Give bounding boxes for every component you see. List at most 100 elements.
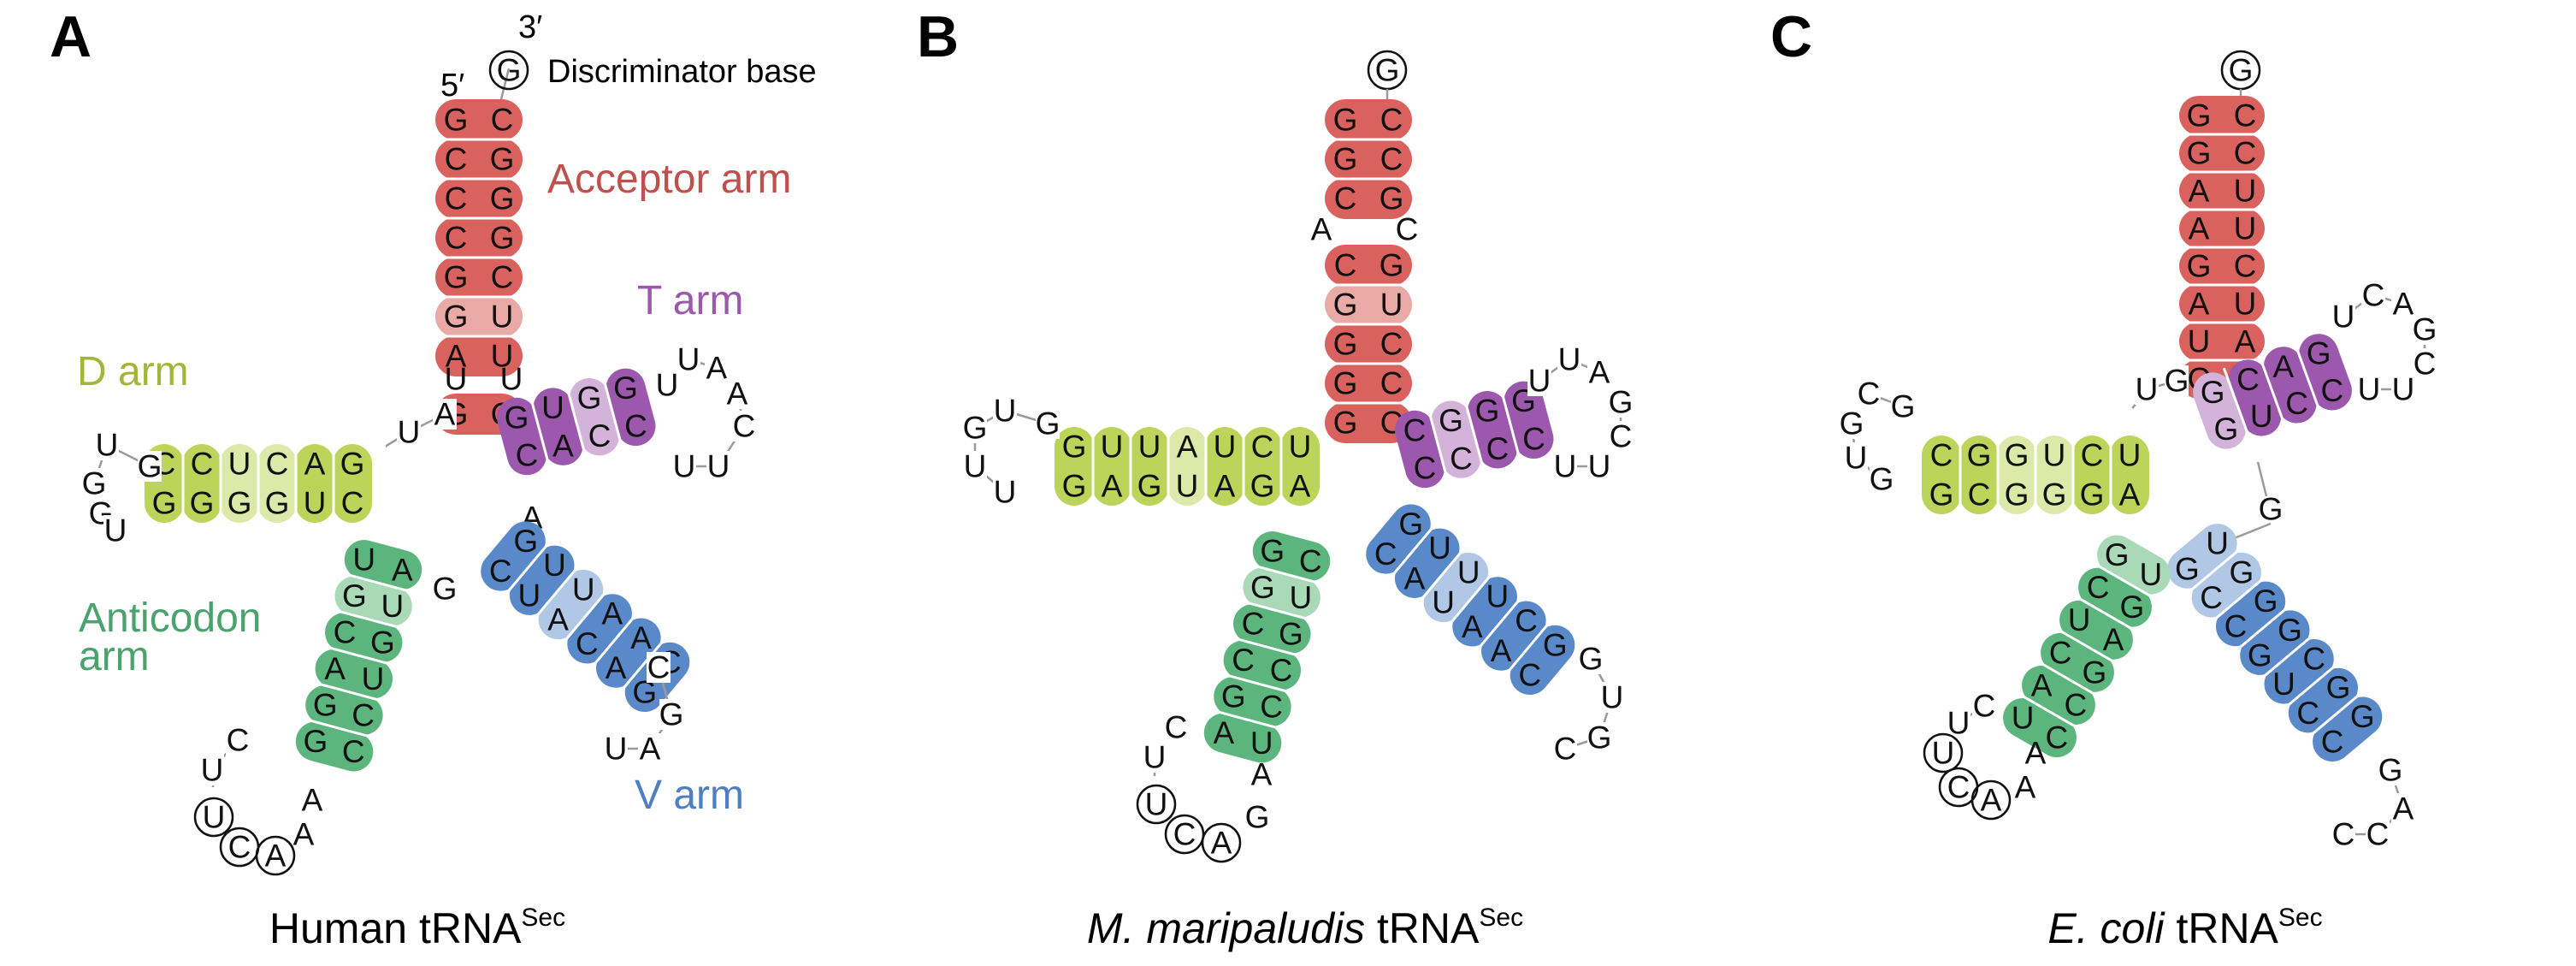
a-acarm-pair-1 bbox=[334, 576, 412, 626]
c-acloop-a2: A bbox=[2025, 736, 2047, 771]
a-tloop-bg-3 bbox=[725, 378, 749, 409]
b-darm-nt-a-1: C bbox=[1251, 430, 1274, 465]
b-tarm-divider-0 bbox=[1427, 406, 1450, 483]
b-vloop-bg-1 bbox=[1600, 682, 1624, 713]
caption-b-species: M. maripaludis bbox=[1087, 904, 1365, 952]
a-dloop-bg-4 bbox=[103, 515, 127, 546]
a-acarm-divider-0 bbox=[340, 572, 417, 595]
a-varm-pair-4 bbox=[596, 618, 661, 688]
b-darm-nt-b-2: A bbox=[1214, 469, 1236, 504]
c-acarm-nt-a-5: U bbox=[2012, 701, 2035, 736]
a-discriminator: G bbox=[497, 53, 522, 88]
b-varm-nt-a-4: A bbox=[1491, 633, 1512, 668]
a-acc-tail-u1: U bbox=[445, 362, 468, 397]
a-varm-nt-a-0: C bbox=[489, 554, 512, 589]
b-acarm-divider-0 bbox=[1249, 563, 1325, 586]
a-vloop-bg-2 bbox=[638, 733, 662, 764]
c-darm-nt-b-3: G bbox=[2005, 477, 2029, 513]
c-anticodon-a: A bbox=[1981, 783, 2002, 818]
b-anticodon-u-ring bbox=[1136, 784, 1177, 825]
a-tarm-pair-3 bbox=[606, 368, 656, 447]
c-tarm-pair-3 bbox=[2299, 334, 2352, 411]
a-vloop-nt-3: U bbox=[605, 732, 628, 767]
c-varm-pair-1 bbox=[2191, 552, 2261, 618]
c-varm-divider-1 bbox=[2207, 573, 2269, 625]
b-varm-divider-2 bbox=[1445, 569, 1497, 631]
b-dloop-bg-0 bbox=[1036, 408, 1060, 439]
a-acarm-nt-b-4: C bbox=[352, 697, 375, 732]
c-darm-nt-b-5: G bbox=[1929, 477, 1954, 513]
a-dloop-bg-2 bbox=[82, 468, 106, 499]
a-tloop-nt-1: U bbox=[677, 342, 700, 377]
b-acceptor-nt-a-1: G bbox=[1333, 142, 1358, 177]
b-tloop-bg-1 bbox=[1557, 344, 1581, 375]
b-acarm-divider-3 bbox=[1220, 672, 1295, 695]
c-acarm-pair-3 bbox=[2041, 632, 2114, 692]
a-tarm-nt-a-1: A bbox=[552, 428, 574, 463]
b-acceptor-2-nt-a-3: G bbox=[1333, 366, 1358, 401]
c-acarm-divider-3 bbox=[2034, 658, 2102, 700]
caption-a: Human tRNASec bbox=[269, 904, 565, 952]
c-anticodon-u-ring bbox=[1923, 732, 1964, 773]
c-tarm-divider-1 bbox=[2258, 354, 2287, 429]
c-tarm-pair-1 bbox=[2228, 359, 2282, 436]
a-tarm-pair-1 bbox=[533, 388, 583, 465]
b-varm-divider-4 bbox=[1502, 617, 1554, 679]
a-vloop-nt-1: G bbox=[659, 697, 684, 732]
c-dloop-nt-0: G bbox=[1891, 389, 1916, 424]
b-acarm-nt-b-1: U bbox=[1289, 580, 1312, 615]
b-acloop-l-bg-0 bbox=[1164, 712, 1188, 743]
a-darm-nt-b-2: G bbox=[265, 486, 290, 521]
b-darm-nt-a-5: U bbox=[1101, 430, 1124, 465]
b-dloop-bg-1 bbox=[993, 395, 1017, 426]
b-acloop-l-bg-2 bbox=[1143, 776, 1167, 807]
b-varm-nt-b-2: U bbox=[1457, 554, 1480, 590]
b-acarm-pair-5 bbox=[1203, 713, 1282, 763]
a-varm-divider-1 bbox=[530, 561, 582, 623]
b-darm-nt-a-3: A bbox=[1177, 430, 1198, 465]
caption-a-sup: Sec bbox=[521, 904, 565, 932]
b-darm-nt-b-4: G bbox=[1137, 469, 1162, 504]
c-varm-pair-2 bbox=[2215, 581, 2286, 647]
c-dloop-bg-4 bbox=[1870, 464, 1894, 495]
c-anticodon-c: C bbox=[1947, 770, 1970, 805]
a-acarm-nt-a-1: G bbox=[342, 578, 367, 613]
a-tarm-pair-0 bbox=[497, 397, 547, 476]
c-acceptor-nt-b-0: C bbox=[2234, 98, 2257, 133]
c-dloop-bg-1 bbox=[1857, 378, 1881, 409]
c-tloop-nt-1: C bbox=[2362, 278, 2385, 313]
c-vloop-bg-1 bbox=[2391, 793, 2415, 824]
b-vloop-bg-3 bbox=[1553, 733, 1577, 764]
a-acceptor-nt-b-0: C bbox=[491, 103, 514, 138]
b-varm-nt-a-3: A bbox=[1462, 609, 1483, 644]
c-darm-nt-b-1: G bbox=[2080, 477, 2105, 513]
c-acarm-divider-0 bbox=[2090, 560, 2159, 602]
c-varm-pair-4 bbox=[2264, 639, 2334, 704]
b-darm-nt-b-3: U bbox=[1176, 469, 1199, 504]
b-acloop-l-bg-1 bbox=[1143, 742, 1167, 773]
c-tarm-pair-2 bbox=[2263, 347, 2317, 424]
b-acceptor-2-nt-b-3: C bbox=[1380, 366, 1403, 401]
a-acarm-divider-4 bbox=[301, 717, 377, 740]
acceptor-arm-label: Acceptor arm bbox=[547, 157, 791, 202]
a-varm-nt-a-2: A bbox=[547, 602, 569, 637]
c-acarm-pair-0 bbox=[2097, 535, 2171, 595]
b-acceptor-nt-a-0: G bbox=[1333, 103, 1358, 138]
b-acarm-nt-a-2: C bbox=[1242, 607, 1265, 642]
b-acc-bulge-a: A bbox=[1311, 212, 1332, 247]
a-vloop-nt-2: A bbox=[640, 732, 661, 767]
a-tloop-nt-6: U bbox=[673, 449, 696, 484]
b-acceptor-2-nt-a-0: C bbox=[1334, 248, 1357, 283]
a-tarm-nt-b-3: G bbox=[613, 370, 638, 406]
v-arm-label: V arm bbox=[635, 773, 744, 818]
c-darm-nt-a-0: U bbox=[2118, 438, 2142, 473]
a-acarm-nt-a-0: U bbox=[352, 542, 375, 578]
b-acarm-nt-a-1: G bbox=[1250, 570, 1275, 605]
b-tarm-nt-b-2: G bbox=[1475, 394, 1500, 429]
b-varm-nt-b-4: C bbox=[1515, 603, 1538, 638]
